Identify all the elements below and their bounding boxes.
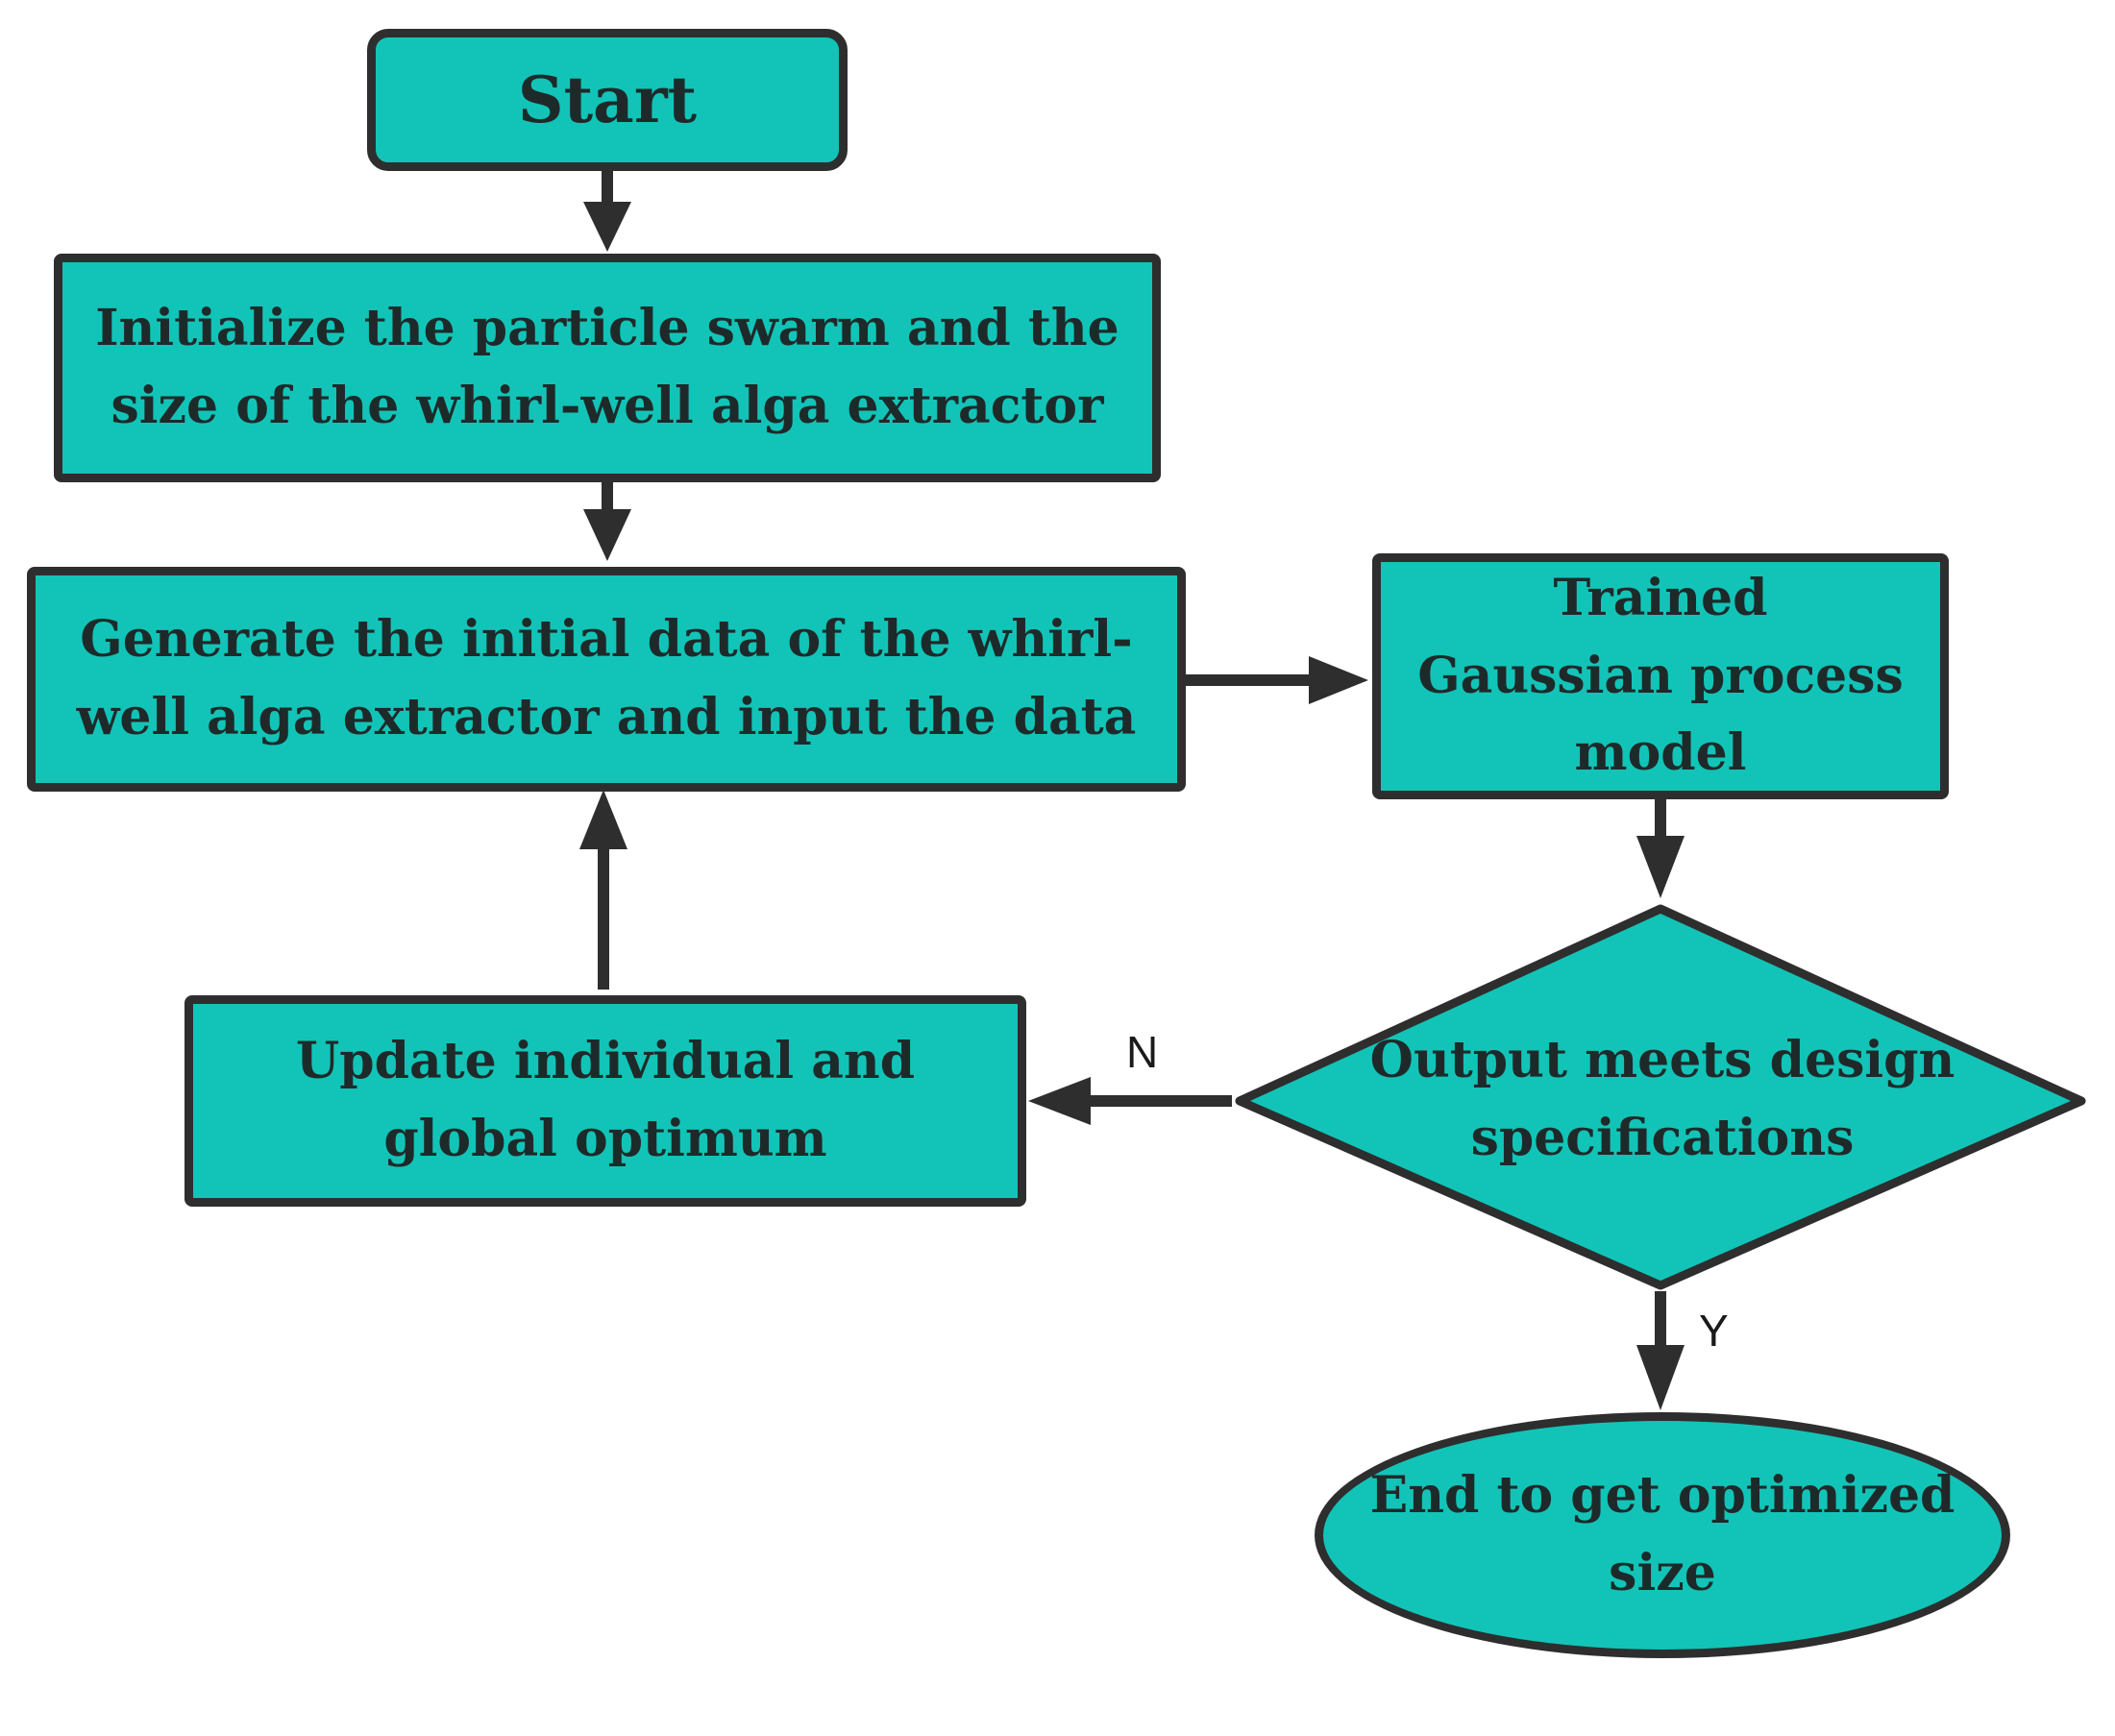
arrowhead-initialize-to-generate bbox=[583, 509, 631, 561]
yes-branch-label: Y bbox=[1699, 1306, 1729, 1356]
arrowhead-decision-to-end bbox=[1636, 1345, 1685, 1410]
no-branch-label: N bbox=[1126, 1027, 1159, 1077]
arrowhead-update-to-generate bbox=[579, 790, 627, 849]
gaussian-process-node: Trained Gaussian process model bbox=[1372, 553, 1949, 799]
arrowhead-start-to-initialize bbox=[583, 202, 631, 252]
generate-node: Generate the initial data of the whirl- … bbox=[27, 567, 1186, 792]
start-node: Start bbox=[367, 29, 848, 171]
decision-node-label: Output meets design specifications bbox=[1369, 1031, 1955, 1167]
arrowhead-gaussian-to-decision bbox=[1636, 836, 1685, 898]
update-optimum-node: Update individual and global optimum bbox=[184, 995, 1026, 1207]
end-node: End to get optimized size bbox=[1315, 1412, 2010, 1658]
initialize-node: Initialize the particle swarm and the si… bbox=[54, 254, 1161, 482]
arrowhead-decision-to-update bbox=[1028, 1077, 1091, 1125]
arrowhead-generate-to-gaussian bbox=[1309, 656, 1368, 704]
decision-diamond-shape bbox=[1235, 904, 2086, 1290]
